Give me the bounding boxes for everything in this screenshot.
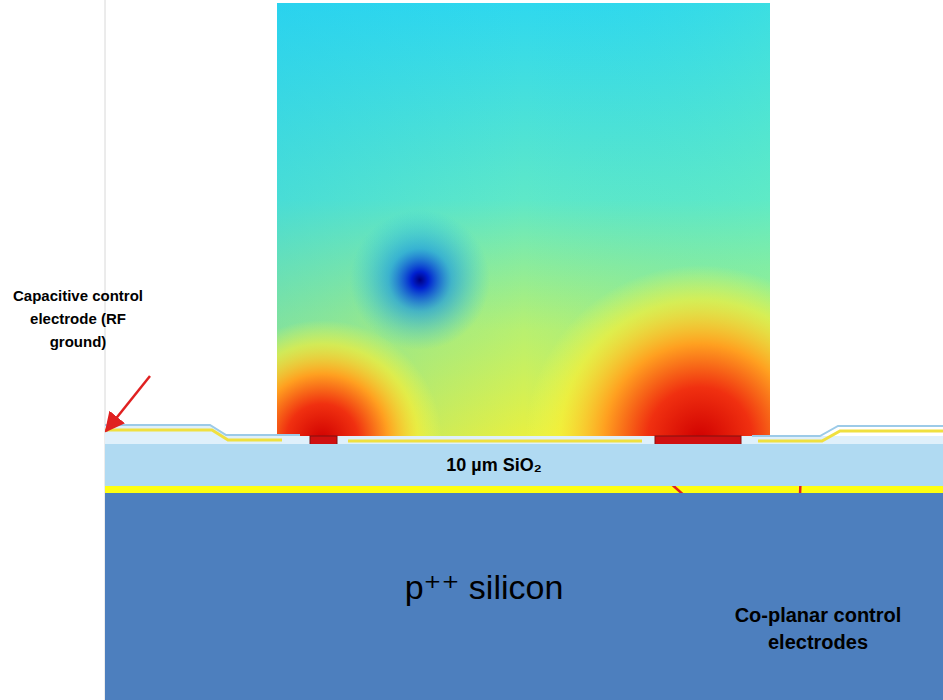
coplanar-electrode [348,440,642,443]
dielectric-edge [105,425,300,435]
field-plot [277,3,770,439]
top-dielectric [105,426,943,444]
silicon-substrate: p⁺⁺ silicon [105,493,943,700]
callout-label: Co-planar control electrodes [700,602,936,656]
leader-arrow [106,376,150,431]
oxide-layer: 10 µm SiO₂ [105,444,943,486]
callout-label: Capacitive control electrode (RF ground) [2,284,154,353]
dielectric-edge [752,426,943,436]
layer-label: p⁺⁺ silicon [405,567,564,607]
layer-label: 10 µm SiO₂ [446,455,541,476]
ground-plane [105,486,943,493]
